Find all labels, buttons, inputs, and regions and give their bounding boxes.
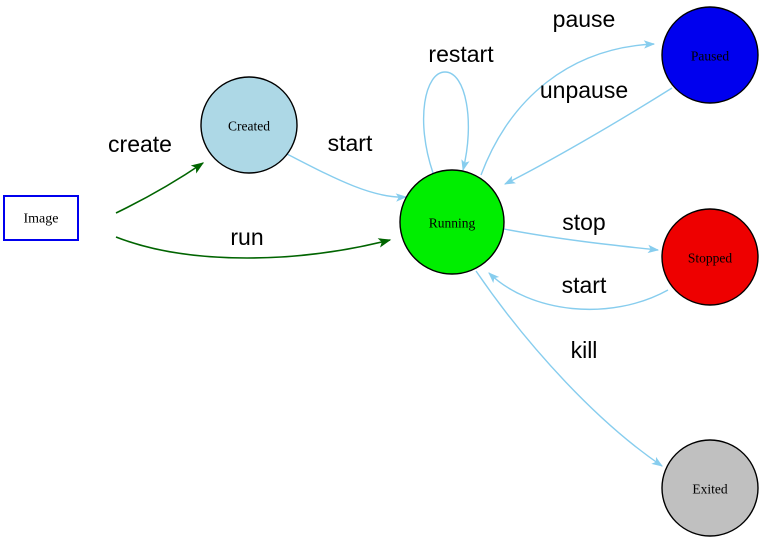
edge-stop (503, 228, 660, 254)
edge-label-start-created: start (328, 130, 373, 156)
node-shape-exited[interactable] (661, 439, 759, 537)
edge-label-restart: restart (428, 41, 494, 67)
edge-unpause (503, 87, 673, 185)
node-exited[interactable]: Exited (661, 439, 759, 537)
edge-labels-layer: create run start restart pause unpause stop sta… (108, 6, 628, 363)
node-shape-running[interactable] (399, 169, 505, 275)
edge-start-stopped (488, 272, 669, 311)
edge-label-create: create (108, 131, 172, 157)
edge-label-run: run (230, 224, 263, 250)
edges-layer (115, 40, 673, 467)
edge-label-pause: pause (553, 6, 616, 32)
node-image[interactable]: Image (3, 195, 79, 241)
node-stopped[interactable]: Stopped (661, 208, 759, 306)
node-shape-image[interactable] (3, 195, 79, 241)
edge-create (115, 162, 205, 214)
edge-label-stop: stop (562, 209, 605, 235)
node-created[interactable]: Created (200, 76, 298, 174)
edge-run (115, 236, 392, 259)
edge-start-created (286, 153, 408, 202)
edge-kill (475, 270, 663, 467)
edge-restart (422, 71, 470, 174)
node-running[interactable]: Running (399, 169, 505, 275)
edge-label-unpause: unpause (540, 77, 628, 103)
node-shape-paused[interactable] (661, 6, 759, 104)
node-shape-created[interactable] (200, 76, 298, 174)
node-paused[interactable]: Paused (661, 6, 759, 104)
edge-pause (480, 40, 656, 176)
edge-label-kill: kill (571, 337, 598, 363)
edge-label-start-stopped: start (562, 272, 607, 298)
node-shape-stopped[interactable] (661, 208, 759, 306)
